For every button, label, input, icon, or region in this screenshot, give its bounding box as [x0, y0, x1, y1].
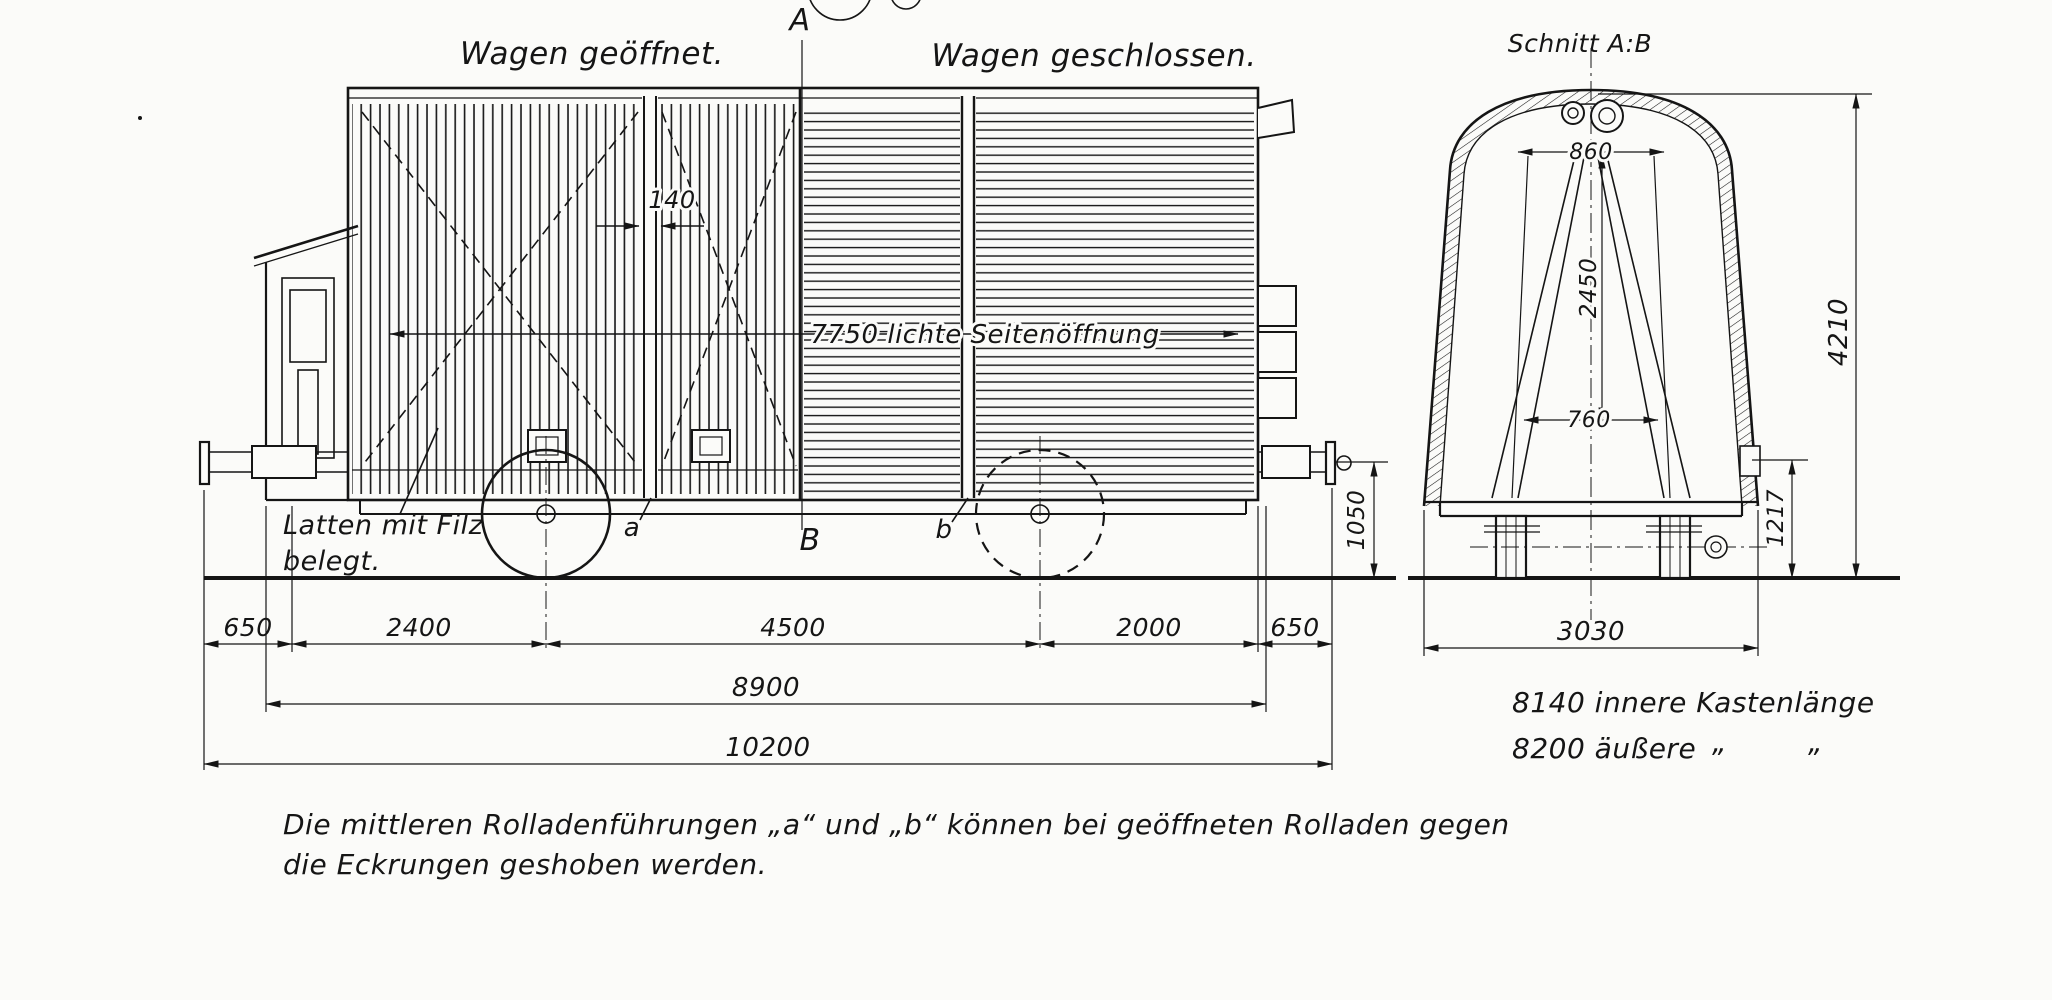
- kasten-ditto-2: „: [1808, 726, 1823, 759]
- note-line-2: die Eckrungen geshoben werden.: [283, 848, 767, 881]
- dim-3030: 3030: [1557, 617, 1625, 647]
- marker-a-lower: a: [624, 513, 640, 543]
- shutter-guide-post-b: [960, 96, 976, 498]
- kasten-length-2: 8200 äußere: [1512, 732, 1696, 765]
- section-interior-braces: [1491, 151, 1691, 499]
- side-view-dimensions: [203, 461, 1388, 770]
- dim-8900: 8900: [732, 673, 800, 703]
- buffer-left: [198, 440, 348, 486]
- dim-2400: 2400: [386, 613, 452, 642]
- kasten-length-1: 8140 innere Kastenlänge: [1512, 686, 1875, 719]
- side-view-wagon: [138, 0, 1900, 652]
- marker-a-upper: A: [787, 3, 810, 38]
- roller-guide-boxes: [527, 429, 731, 463]
- dim-4210: 4210: [1824, 298, 1854, 366]
- shutter-guide-post-a: [642, 96, 658, 498]
- dim-2000: 2000: [1116, 613, 1182, 642]
- wheel-right: [962, 436, 1118, 652]
- latten-label-2: belegt.: [283, 546, 381, 577]
- opening-label: 7750 lichte Seitenöffnung: [810, 320, 1159, 350]
- drawing-labels: Wagen geöffnet. Wagen geschlossen. Schni…: [223, 3, 1874, 881]
- diagonal-bracing: [361, 111, 797, 467]
- title-closed: Wagen geschlossen.: [931, 38, 1256, 74]
- kasten-ditto-1: „: [1712, 726, 1727, 759]
- section-dimension-lines: [1423, 93, 1872, 656]
- section-running-gear: [1470, 445, 1770, 580]
- dim-860: 860: [1569, 140, 1613, 165]
- buffer-right: [1258, 440, 1352, 486]
- section-inner-profile: [1439, 103, 1743, 507]
- section-title: Schnitt A:B: [1508, 29, 1652, 58]
- shutter-roller-drums: [1561, 99, 1624, 133]
- dim-10200: 10200: [725, 733, 810, 763]
- closed-shutter-panel: [804, 106, 1254, 494]
- dim-1217: 1217: [1764, 489, 1789, 547]
- marker-b-lower: b: [935, 515, 952, 545]
- open-lattice-panel: [352, 104, 798, 494]
- marker-b-upper: B: [799, 523, 820, 558]
- dim-650-left: 650: [223, 613, 272, 642]
- dim-760: 760: [1567, 408, 1611, 433]
- dim-2450: 2450: [1576, 258, 1602, 319]
- paper-artifact-arcs: [138, 0, 921, 120]
- latten-label-1: Latten mit Filz: [283, 510, 484, 541]
- dim-4500: 4500: [760, 613, 826, 642]
- wheel-left: [468, 436, 624, 652]
- section-view-wagon: [1422, 48, 1872, 656]
- dim-140: 140: [648, 186, 695, 214]
- leader-lines: [399, 427, 969, 523]
- note-line-1: Die mittleren Rolladenführungen „a“ und …: [283, 808, 1510, 841]
- end-wall-fittings: [1257, 98, 1297, 419]
- dim-1050: 1050: [1344, 490, 1370, 551]
- dim-650-right: 650: [1270, 613, 1319, 642]
- title-open: Wagen geöffnet.: [460, 36, 724, 72]
- section-buffer-stub: [1739, 445, 1761, 477]
